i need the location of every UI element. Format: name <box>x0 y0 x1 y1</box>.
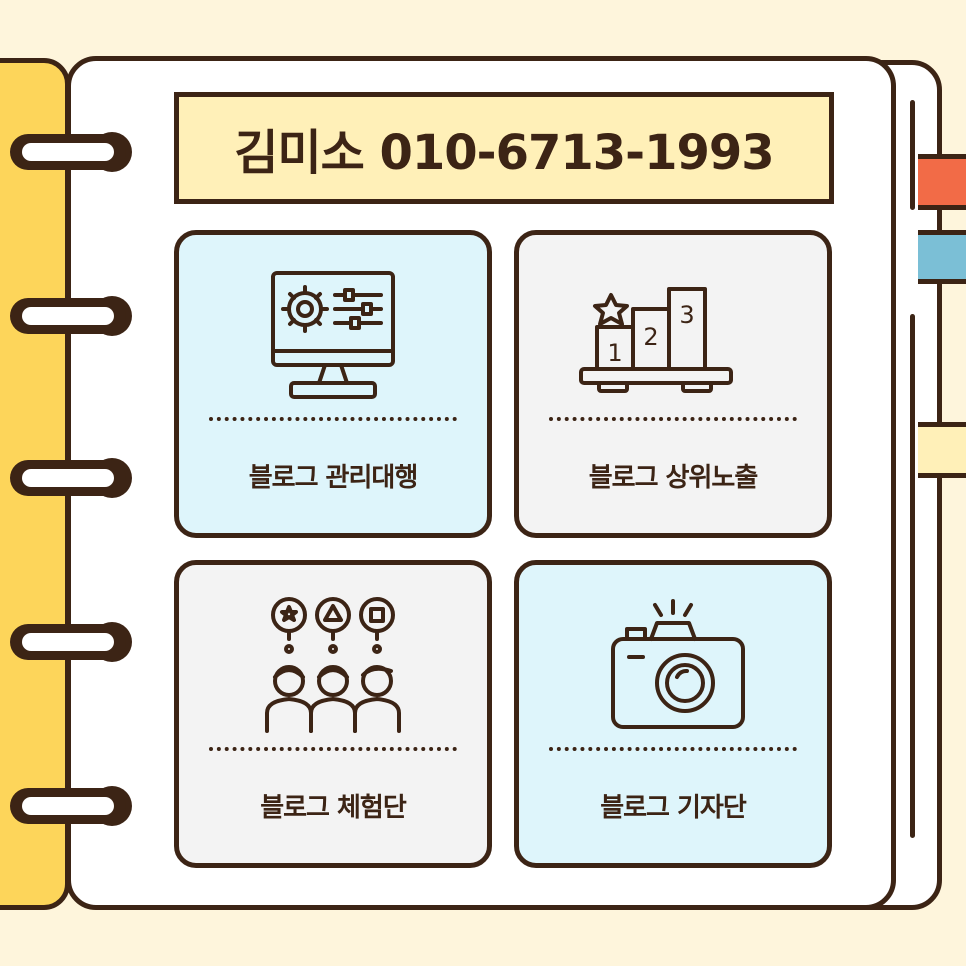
card-label: 블로그 체험단 <box>260 793 407 823</box>
podium-number: 2 <box>643 323 658 351</box>
card-label: 블로그 관리대행 <box>248 463 419 493</box>
ranking-podium-icon: 1 2 3 <box>579 287 733 393</box>
monitor-settings-icon <box>271 271 395 399</box>
dotted-divider <box>549 747 797 751</box>
page-edge-line <box>910 100 915 210</box>
tab-cream[interactable] <box>918 422 966 478</box>
dotted-divider <box>549 417 797 421</box>
card-blog-reporters[interactable]: 블로그 기자단 <box>514 560 832 868</box>
dotted-divider <box>209 747 457 751</box>
ring-icon <box>10 458 132 498</box>
card-label: 블로그 상위노출 <box>588 463 759 493</box>
page-edge-line <box>910 314 915 838</box>
tab-blue[interactable] <box>918 230 966 284</box>
people-ideas-icon <box>265 597 401 733</box>
card-blog-ranking[interactable]: 1 2 3 블로그 상위노출 <box>514 230 832 538</box>
ring-icon <box>10 622 132 662</box>
ring-icon <box>10 296 132 336</box>
camera-icon <box>611 599 745 729</box>
ring-icon <box>10 786 132 826</box>
podium-number: 3 <box>679 301 694 329</box>
tab-orange[interactable] <box>918 154 966 210</box>
dotted-divider <box>209 417 457 421</box>
ring-icon <box>10 132 132 172</box>
card-blog-experience[interactable]: 블로그 체험단 <box>174 560 492 868</box>
podium-number: 1 <box>607 339 622 367</box>
contact-title: 김미소 010-6713-1993 <box>234 125 774 181</box>
card-blog-management[interactable]: 블로그 관리대행 <box>174 230 492 538</box>
card-label: 블로그 기자단 <box>600 793 747 823</box>
contact-title-box: 김미소 010-6713-1993 <box>174 92 834 204</box>
